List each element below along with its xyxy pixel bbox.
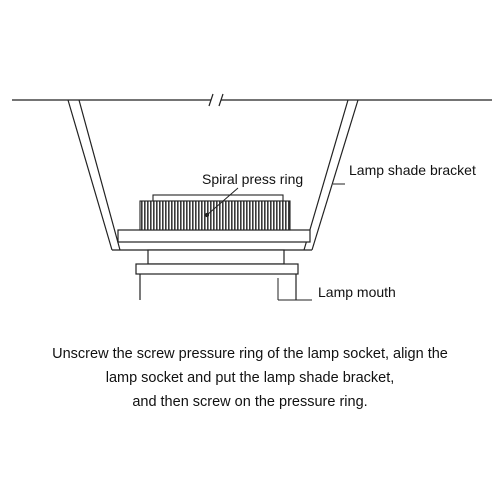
lamp-socket [135,249,299,300]
leader-spiral-press-ring [206,187,239,216]
spiral-press-ring [139,194,291,231]
label-lamp-shade-bracket: Lamp shade bracket [349,162,476,178]
installation-instructions: Unscrew the screw pressure ring of the l… [20,342,480,414]
instruction-line-2: lamp socket and put the lamp shade brack… [105,370,395,386]
instruction-line-3: and then screw on the pressure ring. [132,394,368,410]
label-spiral-press-ring: Spiral press ring [202,171,303,187]
instruction-line-1: Unscrew the screw pressure ring of the l… [52,346,448,362]
ceiling-line [12,93,492,107]
bracket-plate [117,229,311,243]
label-lamp-mouth: Lamp mouth [318,284,396,300]
leader-dot-spiral-press-ring [204,212,210,218]
